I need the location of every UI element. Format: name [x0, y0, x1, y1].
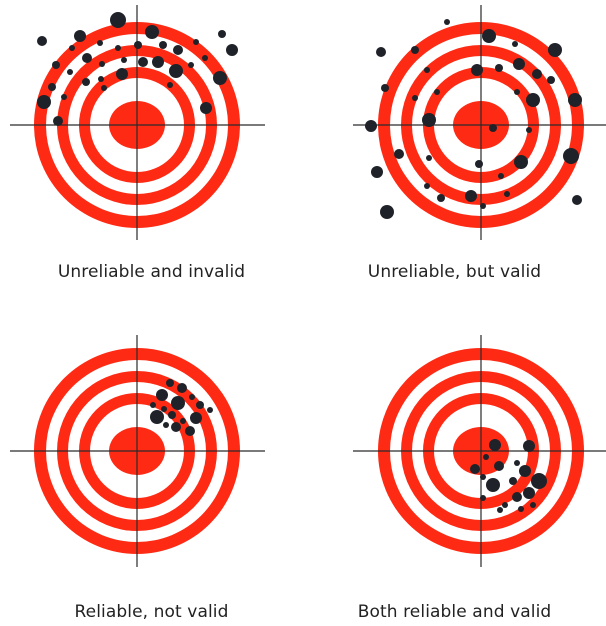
panel-reliable-not-valid: Reliable, not valid	[0, 313, 303, 626]
panel-reliable-valid: Both reliable and valid	[303, 313, 606, 626]
panel-unreliable-valid: Unreliable, but valid	[303, 0, 606, 313]
crosshair	[10, 335, 265, 567]
caption: Unreliable and invalid	[0, 262, 303, 282]
target-diagram-reliable-valid	[303, 313, 606, 626]
target-diagram-reliable-not-valid	[0, 313, 303, 626]
caption: Both reliable and valid	[303, 602, 606, 622]
panel-unreliable-invalid: Unreliable and invalid	[0, 0, 303, 313]
caption: Reliable, not valid	[0, 602, 303, 622]
caption: Unreliable, but valid	[303, 262, 606, 282]
